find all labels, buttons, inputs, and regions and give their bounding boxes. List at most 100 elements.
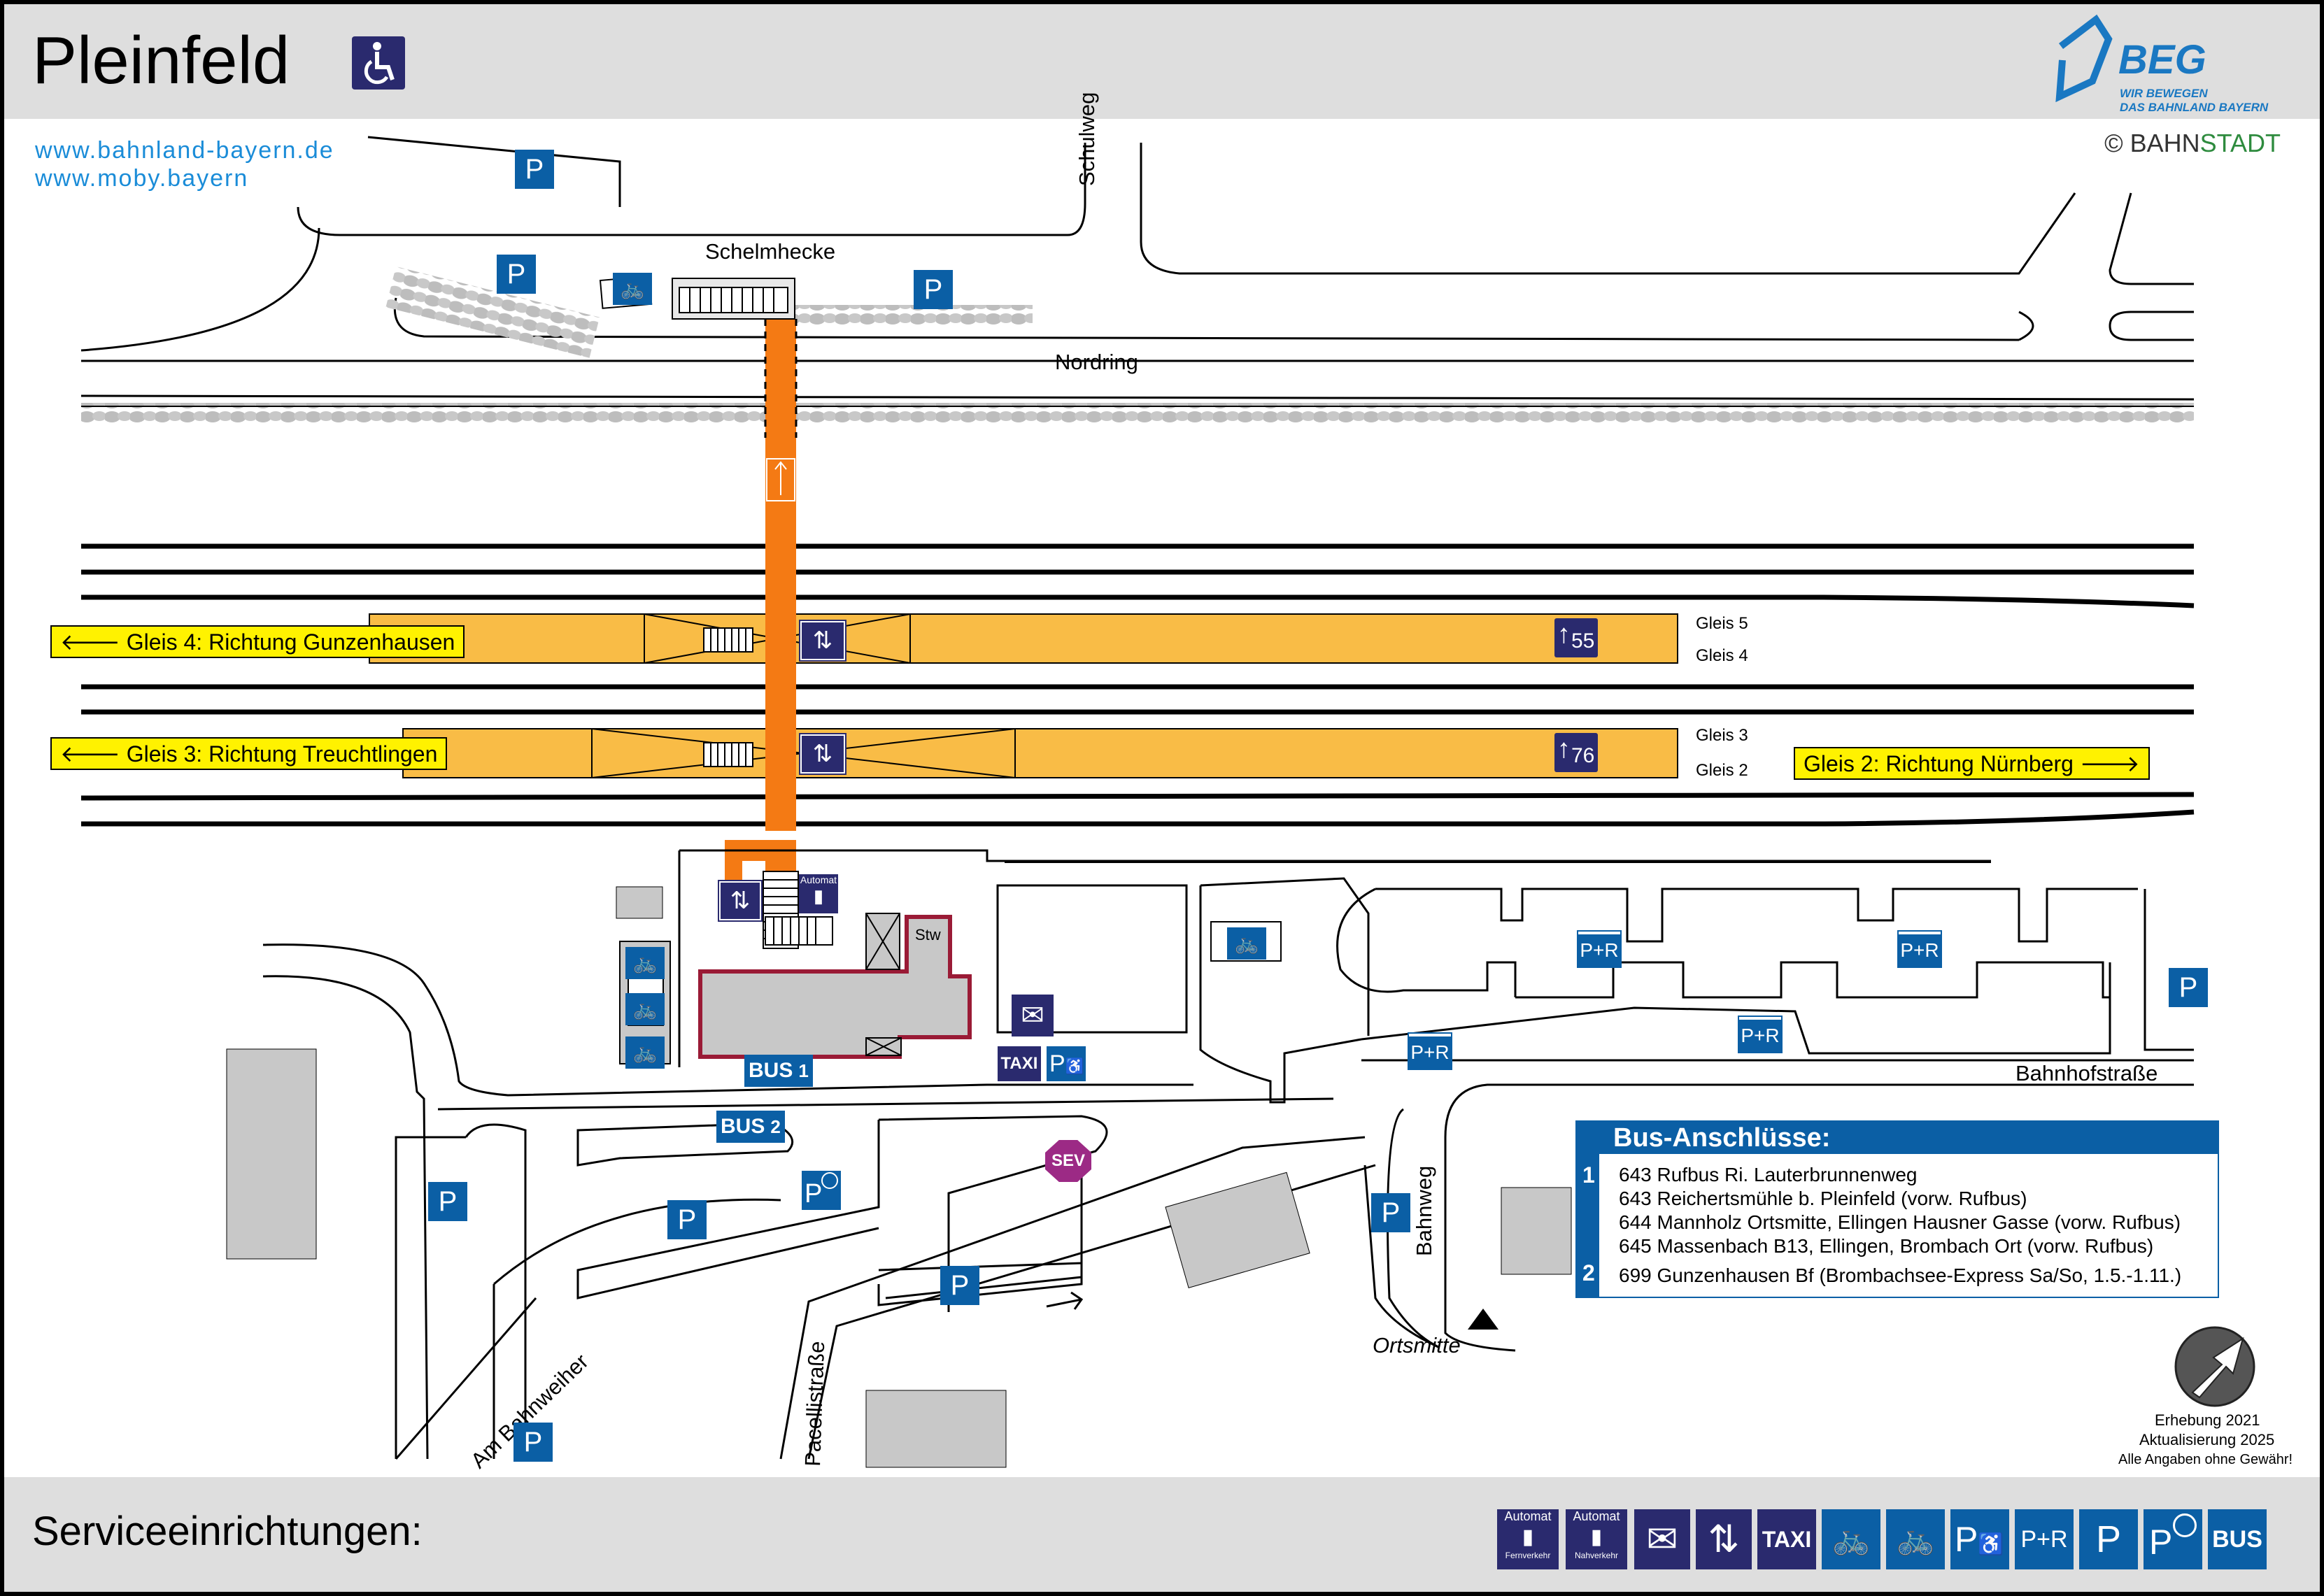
parking-icon: P [2095,1518,2122,1560]
building-grey [865,1390,1007,1468]
legend-bus: BUS [2208,1509,2267,1569]
legend-taxi: TAXI [1757,1509,1816,1569]
street-ortsmitte: Ortsmitte [1373,1333,1461,1358]
station-map [80,14,2255,1468]
building-grey [616,886,663,919]
street-schelmhecke: Schelmhecke [705,239,836,264]
bike-parking-icon: 🚲 [1896,1522,1935,1556]
sev-sign: SEV [1045,1140,1091,1182]
beg-tagline-1: WIR BEWEGEN [2120,87,2208,100]
elevator-icon: ⇅ [1708,1518,1740,1560]
platform-4-5 [369,613,1678,664]
legend-bike-box: 🚲 [1822,1509,1880,1569]
parking-sign: P [428,1182,467,1221]
bus-line: 643 Reichertsmühle b. Pleinfeld (vorw. R… [1619,1188,2027,1209]
parking-sign: P [2169,968,2208,1007]
legend-park-and-ride: P+R [2015,1509,2074,1569]
tracks [80,543,2195,827]
platform-height-upper: ↑55 [1554,618,1598,657]
bike-parking-icon: 🚲 [625,993,665,1025]
short-term-parking-icon: P [2149,1523,2173,1562]
compass-icon [2174,1326,2255,1407]
ticket-machine-regional-icon: ▮ [1590,1525,1603,1548]
stairs-platform-3 [703,742,753,767]
legend-elevator: ⇅ [1696,1509,1752,1569]
park-and-ride-icon: P+R [2020,1526,2068,1553]
one-way-arrow [1046,1291,1084,1310]
elevator-icon: ⇅ [799,620,846,662]
disabled-parking-sign: P♿ [1047,1046,1086,1081]
park-and-ride-sign: P+R [1897,930,1942,968]
gleis-3-label: Gleis 3 [1696,726,1748,745]
arrow-left-icon: 🡐 [60,629,127,655]
building-grey [226,1048,317,1260]
legend-mailbox: ✉ [1634,1509,1690,1569]
hedge-north-left [385,266,600,358]
link-moby-bayern[interactable]: www.moby.bayern [35,165,249,192]
arrow-right-icon: 🡒 [2073,751,2140,776]
bus-line: 699 Gunzenhausen Bf (Brombachsee-Express… [1619,1264,2182,1286]
park-and-ride-sign: P+R [1408,1032,1452,1070]
copyright: © BAHNSTADT [2104,129,2281,157]
link-bahnland-bayern[interactable]: www.bahnland-bayern.de [35,137,334,164]
platform-height-lower: ↑76 [1554,733,1598,772]
up-arrow-icon: ↑ [1557,734,1571,764]
stairs-north [672,278,795,320]
street-nordring: Nordring [1055,350,1138,374]
parking-sign: P [940,1266,979,1305]
street-bahnweg: Bahnweg [1412,1165,1436,1256]
legend-ticket-long-distance: Automat ▮ Fernverkehr [1497,1509,1559,1569]
bike-parking-icon: 🚲 [1227,927,1266,960]
stw-label: Stw [915,926,941,943]
station-building [698,913,972,1059]
parking-sign: P [515,150,554,189]
elevator-icon: ⇅ [799,733,846,775]
roads-south [262,849,2194,1460]
bike-parking-icon: 🚲 [613,273,652,305]
legend-ticket-regional: Automat ▮ Nahverkehr [1566,1509,1627,1569]
taxi-icon: TAXI [1762,1527,1812,1552]
parking-sign: P [667,1200,707,1239]
parking-sign: P [497,255,536,294]
street-pacellistrasse: Pacellistraße [800,1340,830,1467]
gleis-4-label: Gleis 4 [1696,646,1748,665]
bike-parking-icon: 🚲 [625,947,665,979]
direction-gleis-4: 🡐 Gleis 4: Richtung Gunzenhausen [50,625,465,658]
update-year: Aktualisierung 2025 [2139,1431,2275,1448]
disabled-parking-icon: P [1955,1520,1978,1559]
legend-bike-parking: 🚲 [1886,1509,1945,1569]
mailbox-icon: ✉ [1646,1518,1678,1560]
legend-short-term-parking: P [2144,1509,2202,1569]
roads-north [80,136,2195,401]
parking-sign: P [513,1423,553,1462]
clock-icon [2173,1513,2197,1537]
bike-box-icon: 🚲 [1831,1522,1871,1556]
bus-panel-title: Bus-Anschlüsse: [1577,1122,2218,1154]
wheelchair-icon: ♿ [1065,1057,1085,1075]
ticket-machine-long-distance-icon: ▮ [1522,1525,1534,1548]
bus-line: 644 Mannholz Ortsmitte, Ellingen Hausner… [1619,1211,2181,1233]
gleis-5-label: Gleis 5 [1696,614,1748,633]
legend-parking: P [2079,1509,2138,1569]
direction-gleis-3: 🡐 Gleis 3: Richtung Treuchtlingen [50,737,448,770]
street-bahnhofstrasse: Bahnhofstraße [2015,1061,2158,1085]
taxi-sign: TAXI [998,1046,1041,1081]
wheelchair-icon [352,36,405,90]
bus-stop-strip: 1 2 [1577,1154,1599,1297]
parking-sign: P [1371,1193,1410,1232]
bike-parking-icon: 🚲 [625,1036,665,1069]
park-and-ride-sign: P+R [1577,930,1622,968]
ortsmitte-arrow-icon [1468,1309,1498,1330]
legend-disabled-parking: P♿ [1950,1509,2009,1569]
page-title: Pleinfeld [32,23,290,98]
building-grey [1165,1171,1310,1288]
elevator-icon: ⇅ [718,880,763,922]
platform-2-3 [402,728,1678,778]
arrow-left-icon: 🡐 [60,741,127,767]
clock-icon [821,1172,838,1189]
beg-name: BEG [2118,37,2206,83]
building-grey [1501,1187,1572,1275]
disclaimer: Alle Angaben ohne Gewähr! [2118,1452,2293,1467]
